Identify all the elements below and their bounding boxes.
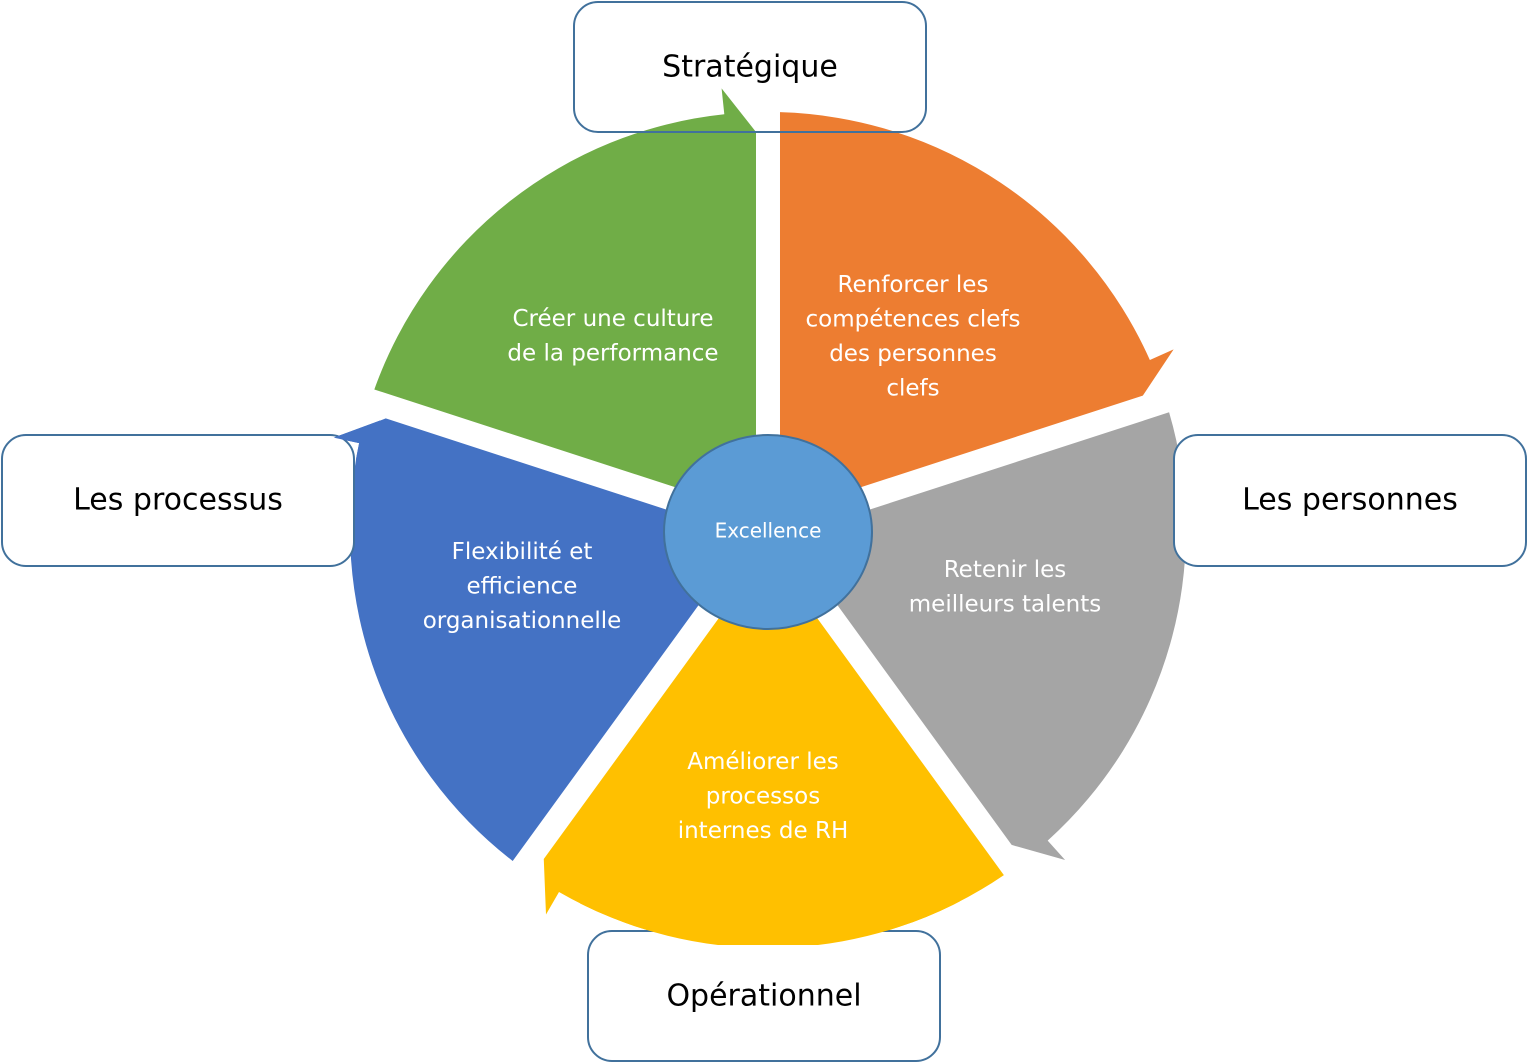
segment-orange-label-line: des personnes	[829, 341, 997, 367]
segments-layer	[333, 88, 1186, 948]
segment-yellow-label-line: internes de RH	[678, 818, 849, 844]
segment-blue-label-line: efficience	[467, 574, 578, 600]
segment-yellow-label-line: Améliorer les	[687, 749, 839, 775]
segment-gray	[789, 412, 1186, 860]
segment-green-label-line: Créer une culture	[512, 306, 713, 332]
segment-green	[374, 88, 756, 513]
box-operationnel: Opérationnel	[587, 930, 941, 1062]
box-les-processus-label: Les processus	[73, 483, 283, 518]
segment-orange-label-line: compétences clefs	[806, 307, 1021, 333]
segment-blue-label: Flexibilité et efficience organisationnell…	[423, 539, 622, 634]
segment-yellow-label: Améliorer les processos internes de RH	[678, 749, 849, 844]
segment-yellow-label-line: processos	[706, 784, 820, 810]
segment-orange	[779, 112, 1174, 513]
box-strategique-frame	[573, 1, 927, 133]
box-strategique-label: Stratégique	[662, 50, 838, 85]
segment-gray-label: Retenir les meilleurs talents	[909, 557, 1101, 618]
overlay-layer	[333, 420, 960, 945]
segment-orange-label-line: Renforcer les	[838, 272, 989, 298]
labels-layer: Créer une culture de la performance Renfor…	[423, 272, 1102, 844]
box-les-processus-frame	[1, 434, 355, 567]
segment-gray-label-line: meilleurs talents	[909, 592, 1101, 618]
segment-green-label-line: de la performance	[507, 341, 718, 367]
center-circle	[663, 434, 873, 630]
segment-green-label: Créer une culture de la performance	[507, 306, 718, 367]
segment-blue-label-line: organisationnelle	[423, 608, 622, 634]
segment-orange-label-line: clefs	[886, 376, 939, 402]
segment-yellow-arrow-tip	[580, 900, 960, 945]
segment-yellow	[543, 553, 1004, 948]
box-les-processus: Les processus	[1, 434, 355, 567]
segment-blue-arrow-tip	[333, 420, 380, 460]
segment-gray-label-line: Retenir les	[944, 557, 1067, 583]
box-les-personnes-frame	[1173, 434, 1527, 567]
box-strategique: Stratégique	[573, 1, 927, 133]
center-node: Excellence	[663, 434, 873, 630]
box-les-personnes-label: Les personnes	[1242, 483, 1458, 518]
box-operationnel-label: Opérationnel	[666, 979, 861, 1014]
center-label: Excellence	[715, 519, 822, 543]
segment-blue-label-line: Flexibilité et	[452, 539, 593, 565]
segment-orange-label: Renforcer les compétences clefs des person…	[806, 272, 1021, 402]
box-les-personnes: Les personnes	[1173, 434, 1527, 567]
segment-blue	[333, 418, 747, 861]
